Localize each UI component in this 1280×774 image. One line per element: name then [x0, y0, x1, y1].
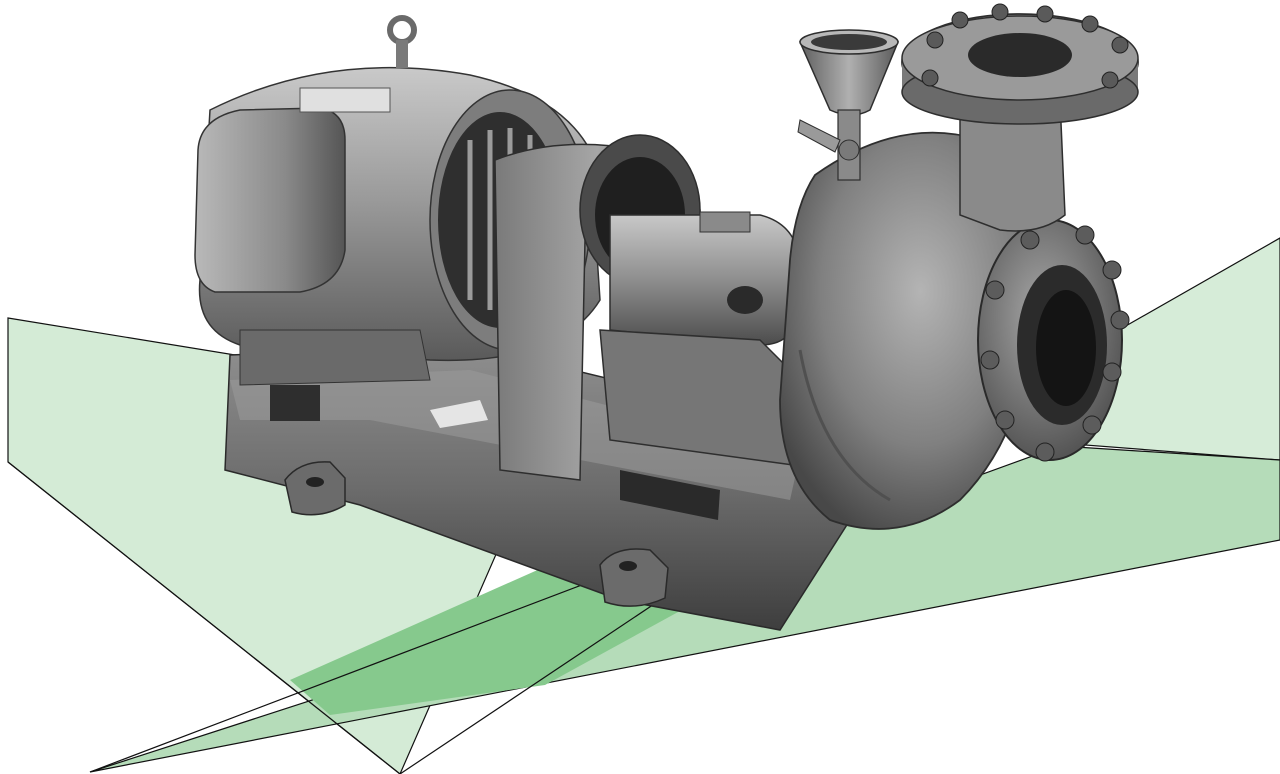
priming-funnel [797, 29, 900, 181]
nameplate-base [430, 400, 488, 428]
discharge-nozzle [901, 3, 1139, 232]
foot-left [284, 461, 346, 516]
foot-front [599, 548, 669, 607]
motor-nameplate [299, 87, 391, 113]
plane-line-a [7, 461, 401, 774]
flange-bolts [980, 225, 1130, 462]
lifting-eye [387, 15, 417, 45]
valve-handle [797, 119, 841, 153]
base-slot [620, 470, 720, 520]
terminal-box [194, 107, 346, 293]
base-opening-left [270, 385, 320, 421]
volute-casing [779, 131, 1130, 530]
plane-crossing [290, 560, 700, 715]
